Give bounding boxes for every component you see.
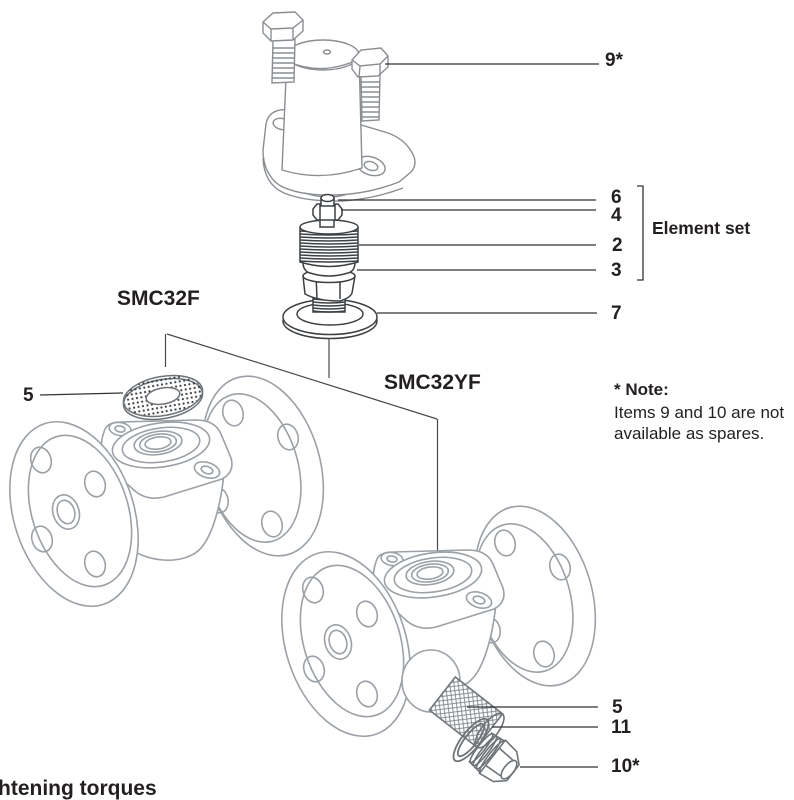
- nut-part: [312, 203, 343, 221]
- model-label-smc32yf: SMC32YF: [384, 371, 481, 394]
- callout-2-label: 2: [612, 235, 623, 256]
- note-title: * Note:: [614, 380, 669, 399]
- screen-disc-part: [122, 374, 204, 421]
- cap-nut-part: [320, 193, 335, 207]
- model-label-smc32f: SMC32F: [117, 287, 200, 310]
- note-line-1: Items 9 and 10 are not: [614, 403, 785, 422]
- cover-bolt-back: [262, 11, 304, 84]
- callout-9-label: 9*: [605, 50, 623, 71]
- element-set-bracket: [637, 185, 644, 281]
- footer-heading-fragment: htening torques: [0, 777, 157, 800]
- cover-assembly-drawing: [262, 11, 416, 202]
- neck-part: [319, 219, 335, 228]
- element-fins-part: [299, 219, 359, 268]
- callout-5-right-label: 5: [612, 697, 623, 718]
- leader-line-5-left: [39, 392, 124, 396]
- callout-3-label: 3: [611, 260, 622, 281]
- callout-6-label: 6: [611, 187, 622, 208]
- cover-bolt-front: [351, 47, 389, 122]
- element-set-label: Element set: [652, 218, 751, 238]
- callout-11-label: 11: [611, 717, 632, 738]
- callout-5-left-label: 5: [23, 385, 34, 406]
- element-set-drawing: [282, 193, 378, 340]
- y-branch-drawing: [401, 649, 520, 783]
- leader-lines: [39, 63, 644, 768]
- assembly-fork-lines: [164, 333, 439, 550]
- strainer-cap-part: [468, 732, 520, 783]
- callout-4-label: 4: [611, 205, 622, 226]
- note-line-2: available as spares.: [614, 424, 765, 443]
- callout-7-label: 7: [611, 303, 622, 324]
- callout-10-label: 10*: [611, 756, 640, 777]
- gasket-part: [282, 298, 378, 340]
